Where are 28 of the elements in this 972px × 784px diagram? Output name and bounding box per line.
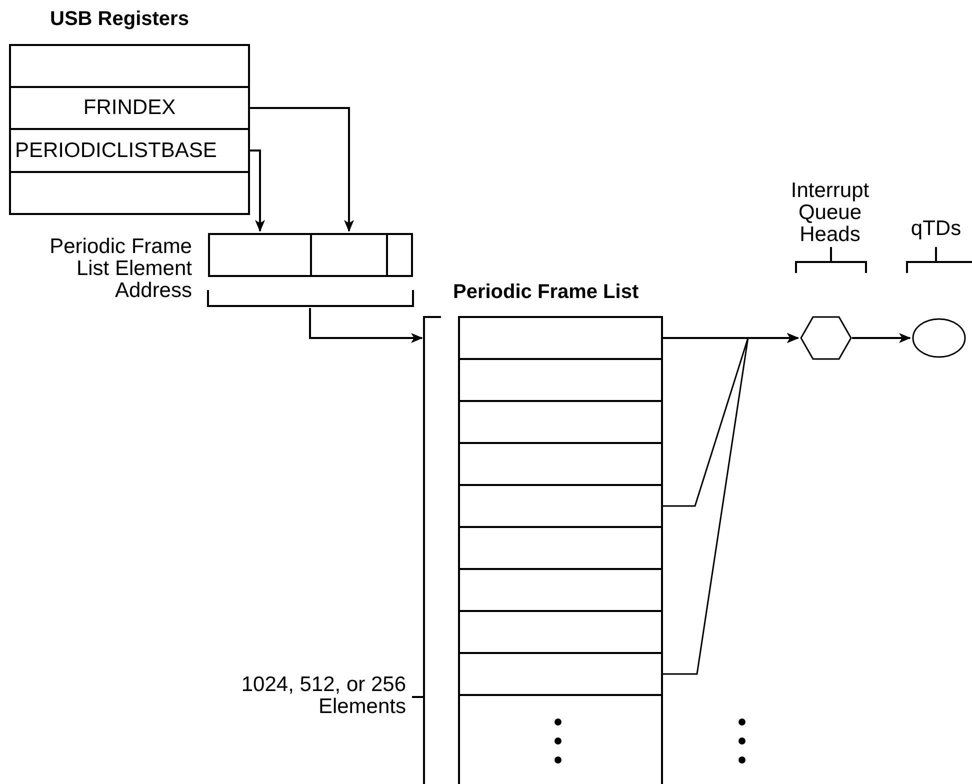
arrow [250,107,354,232]
group-label: qTDs [910,218,962,240]
table-cell [458,358,663,402]
table-cell [458,526,663,570]
register-field: PERIODICLISTBASE [9,128,250,173]
table-cell [458,400,663,444]
table-cell [208,233,312,277]
dimension-label: 1024, 512, or 256 Elements [240,674,406,718]
arrow [663,333,799,675]
register-field: FRINDEX [9,86,250,130]
table-cell [458,652,663,696]
table-cell [458,442,663,486]
table-cell [9,171,250,215]
table-cell [458,484,663,528]
group-label: Interrupt Queue Heads [790,180,870,246]
table-cell [458,610,663,654]
arrow [852,333,911,343]
table-cell [386,233,413,277]
table-cell [458,316,663,360]
list-entry-area [458,694,663,784]
table-heading: USB Registers [50,8,189,31]
table-cell [458,568,663,612]
table-cell [9,44,250,88]
field-label: Periodic Frame List Element Address [48,236,192,302]
table-cell [310,233,388,277]
arrow [250,150,265,232]
table-heading: Periodic Frame List [453,281,639,304]
arrow [309,308,423,343]
